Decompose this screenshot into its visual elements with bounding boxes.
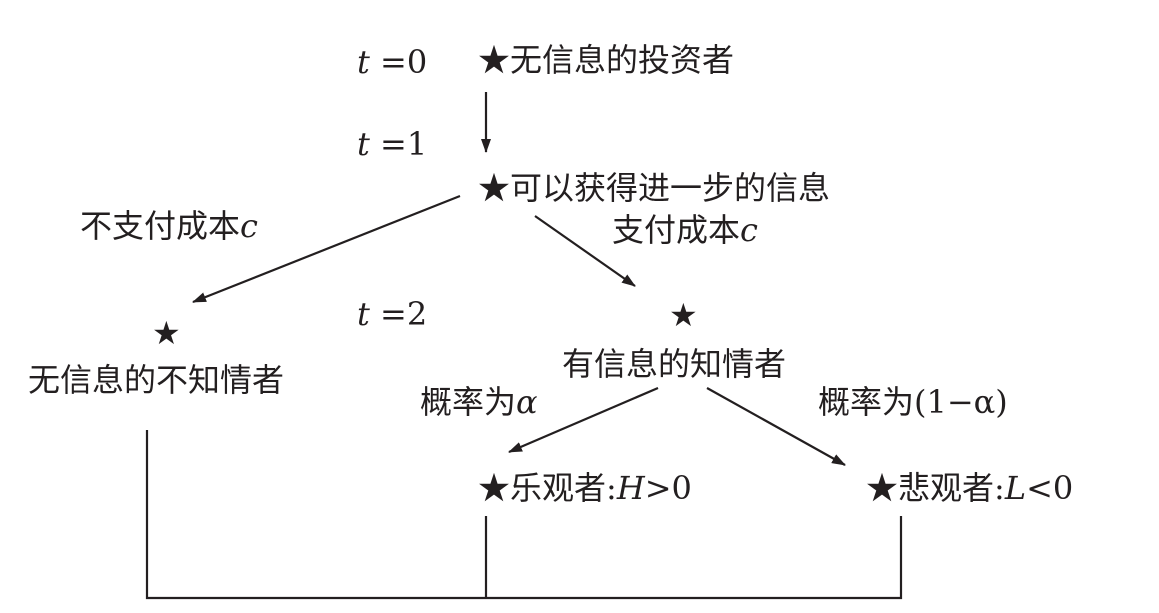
edge-label-pay: 支付成本c bbox=[612, 211, 758, 249]
time-label-2: t =2 bbox=[357, 295, 428, 333]
star-icon: ★ bbox=[669, 296, 698, 334]
node-uninformed: 无信息的不知情者 bbox=[28, 361, 285, 399]
edge-label-prob-one-minus-alpha: 概率为(1−α) bbox=[818, 383, 1008, 421]
time-label-1: t =1 bbox=[357, 125, 428, 163]
arrow-choice-to-uninformed bbox=[192, 194, 461, 304]
bracket-outcomes bbox=[145, 430, 903, 600]
star-icon: ★ bbox=[478, 169, 511, 207]
node-optimist: ★乐观者:H>0 bbox=[478, 469, 692, 507]
node-root: ★无信息的投资者 bbox=[478, 41, 735, 79]
edge-label-no-pay: 不支付成本c bbox=[80, 207, 258, 245]
star-icon: ★ bbox=[478, 41, 511, 79]
node-informed: 有信息的知情者 bbox=[562, 345, 787, 383]
node-choice: ★可以获得进一步的信息 bbox=[478, 169, 831, 207]
arrow-informed-to-optimist bbox=[508, 386, 659, 454]
arrow-choice-to-informed bbox=[534, 215, 636, 287]
node-pessimist: ★悲观者:L<0 bbox=[866, 469, 1074, 507]
time-label-0: t =0 bbox=[357, 43, 428, 81]
arrow-informed-to-pessimist bbox=[706, 387, 846, 466]
edge-label-prob-alpha: 概率为α bbox=[420, 383, 538, 421]
star-icon: ★ bbox=[478, 469, 511, 507]
star-icon: ★ bbox=[866, 469, 899, 507]
star-icon: ★ bbox=[152, 314, 181, 352]
